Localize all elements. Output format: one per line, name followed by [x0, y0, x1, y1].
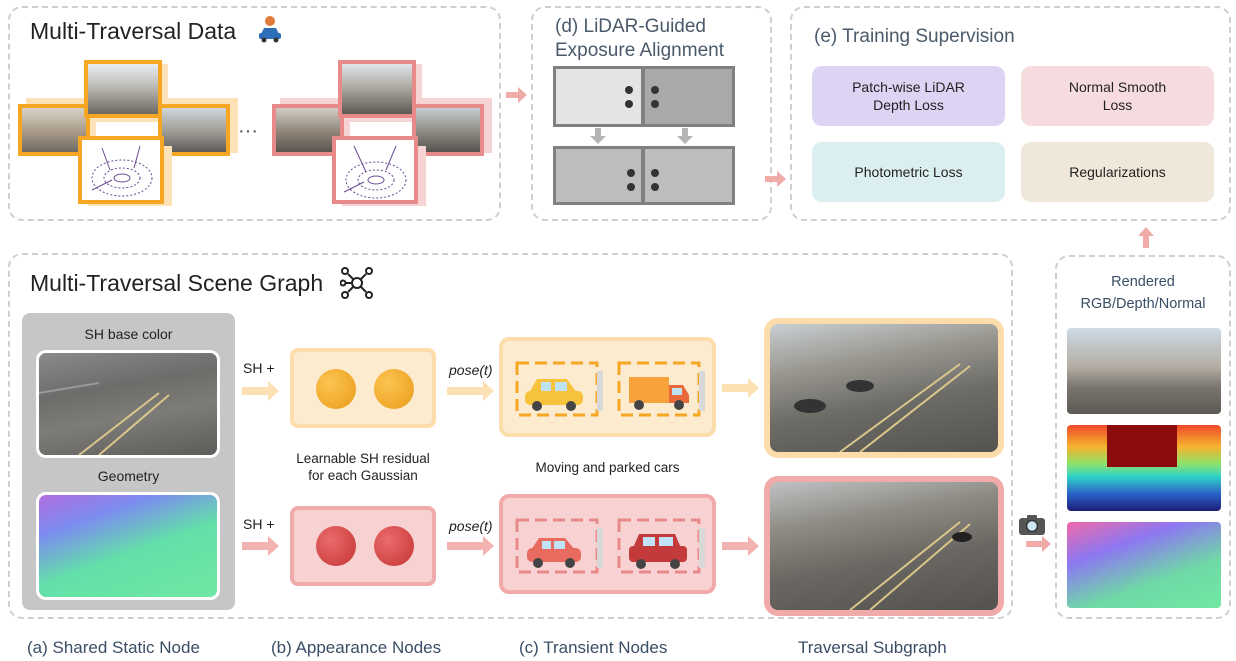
exposure-diagram	[553, 66, 737, 206]
sh-plus-top: SH +	[243, 360, 275, 376]
appearance-node-bottom	[290, 506, 436, 586]
lidar-scan-image-2	[332, 136, 418, 204]
front-camera-image	[84, 60, 162, 118]
front-camera-image-2	[338, 60, 416, 118]
rendered-line1: Rendered	[1111, 274, 1175, 290]
car-person-icon	[255, 14, 285, 44]
scene-graph-panel	[8, 253, 1013, 619]
depth-loss-line1: Patch-wise LiDAR	[852, 79, 965, 95]
orange-traversal-views	[18, 60, 248, 210]
caption-transient-nodes: (c) Transient Nodes	[519, 638, 668, 657]
transient-node-bottom	[499, 494, 716, 594]
depth-loss-line2: Depth Loss	[873, 97, 944, 113]
arrow-to-training	[765, 170, 787, 193]
exposure-title-line1: (d) LiDAR-Guided	[555, 16, 706, 37]
arrow-up-to-training	[1137, 226, 1155, 253]
arrow-sh-top	[242, 381, 280, 406]
camera-icon	[1018, 514, 1046, 541]
normal-loss-line1: Normal Smooth	[1068, 79, 1167, 95]
regularizations-label: Regularizations	[1069, 164, 1166, 180]
scene-graph-title: Multi-Traversal Scene Graph	[30, 270, 324, 296]
arrow-subgraph-top	[722, 378, 760, 403]
cars-label: Moving and parked cars	[535, 460, 680, 475]
arrow-sh-bottom	[242, 536, 280, 561]
geometry-label: Geometry	[97, 468, 160, 484]
appearance-node-top	[290, 348, 436, 428]
rendered-panel	[1055, 255, 1231, 619]
depth-loss-box: Patch-wise LiDAR Depth Loss	[812, 66, 1005, 126]
sh-base-color-image	[36, 350, 220, 458]
transient-node-top	[499, 337, 716, 437]
gaussian-sphere	[316, 526, 356, 566]
arrow-pose-bottom	[447, 536, 495, 561]
exposure-alignment-panel	[531, 6, 772, 221]
training-title: (e) Training Supervision	[814, 26, 1015, 47]
caption-traversal-subgraph: Traversal Subgraph	[798, 638, 947, 657]
residual-line2: for each Gaussian	[308, 468, 418, 483]
multi-traversal-data-panel	[8, 6, 501, 221]
suv-icon	[629, 534, 687, 569]
sh-base-color-label: SH base color	[84, 326, 173, 342]
arrow-pose-top	[447, 381, 495, 406]
normal-loss-line2: Loss	[1102, 97, 1133, 113]
sh-plus-bottom: SH +	[243, 516, 275, 532]
graph-icon	[339, 266, 374, 300]
exposure-title-line2: Exposure Alignment	[555, 40, 724, 61]
arrow-to-exposure	[506, 86, 528, 109]
arrow-subgraph-bottom	[722, 536, 760, 561]
photometric-loss-label: Photometric Loss	[854, 164, 963, 180]
pose-bottom: pose(t)	[449, 518, 493, 534]
regularizations-box: Regularizations	[1021, 142, 1214, 202]
gaussian-sphere	[316, 369, 356, 409]
rendered-normal-image	[1067, 522, 1221, 608]
traversal-render-top	[764, 318, 1004, 458]
training-supervision-panel	[790, 6, 1231, 221]
multi-traversal-data-title: Multi-Traversal Data	[30, 18, 237, 44]
caption-appearance-nodes: (b) Appearance Nodes	[271, 638, 442, 657]
right-camera-image-2	[412, 104, 484, 156]
truck-icon	[629, 377, 689, 410]
pose-top: pose(t)	[449, 362, 493, 378]
geometry-normal-image	[36, 492, 220, 600]
yellow-car-icon	[525, 379, 583, 411]
ellipsis: ···	[238, 120, 258, 142]
caption-shared-static-node: (a) Shared Static Node	[27, 638, 200, 657]
gaussian-sphere	[374, 526, 414, 566]
photometric-loss-box: Photometric Loss	[812, 142, 1005, 202]
arrow-to-rendered	[1026, 535, 1052, 558]
pink-traversal-views	[272, 60, 502, 210]
rendered-depth-image	[1067, 425, 1221, 511]
traversal-render-bottom	[764, 476, 1004, 616]
gaussian-sphere	[374, 369, 414, 409]
rendered-line2: RGB/Depth/Normal	[1080, 296, 1206, 312]
rendered-rgb-image	[1067, 328, 1221, 414]
lidar-scan-image	[78, 136, 164, 204]
residual-line1: Learnable SH residual	[296, 451, 430, 466]
red-car-icon	[527, 538, 581, 568]
